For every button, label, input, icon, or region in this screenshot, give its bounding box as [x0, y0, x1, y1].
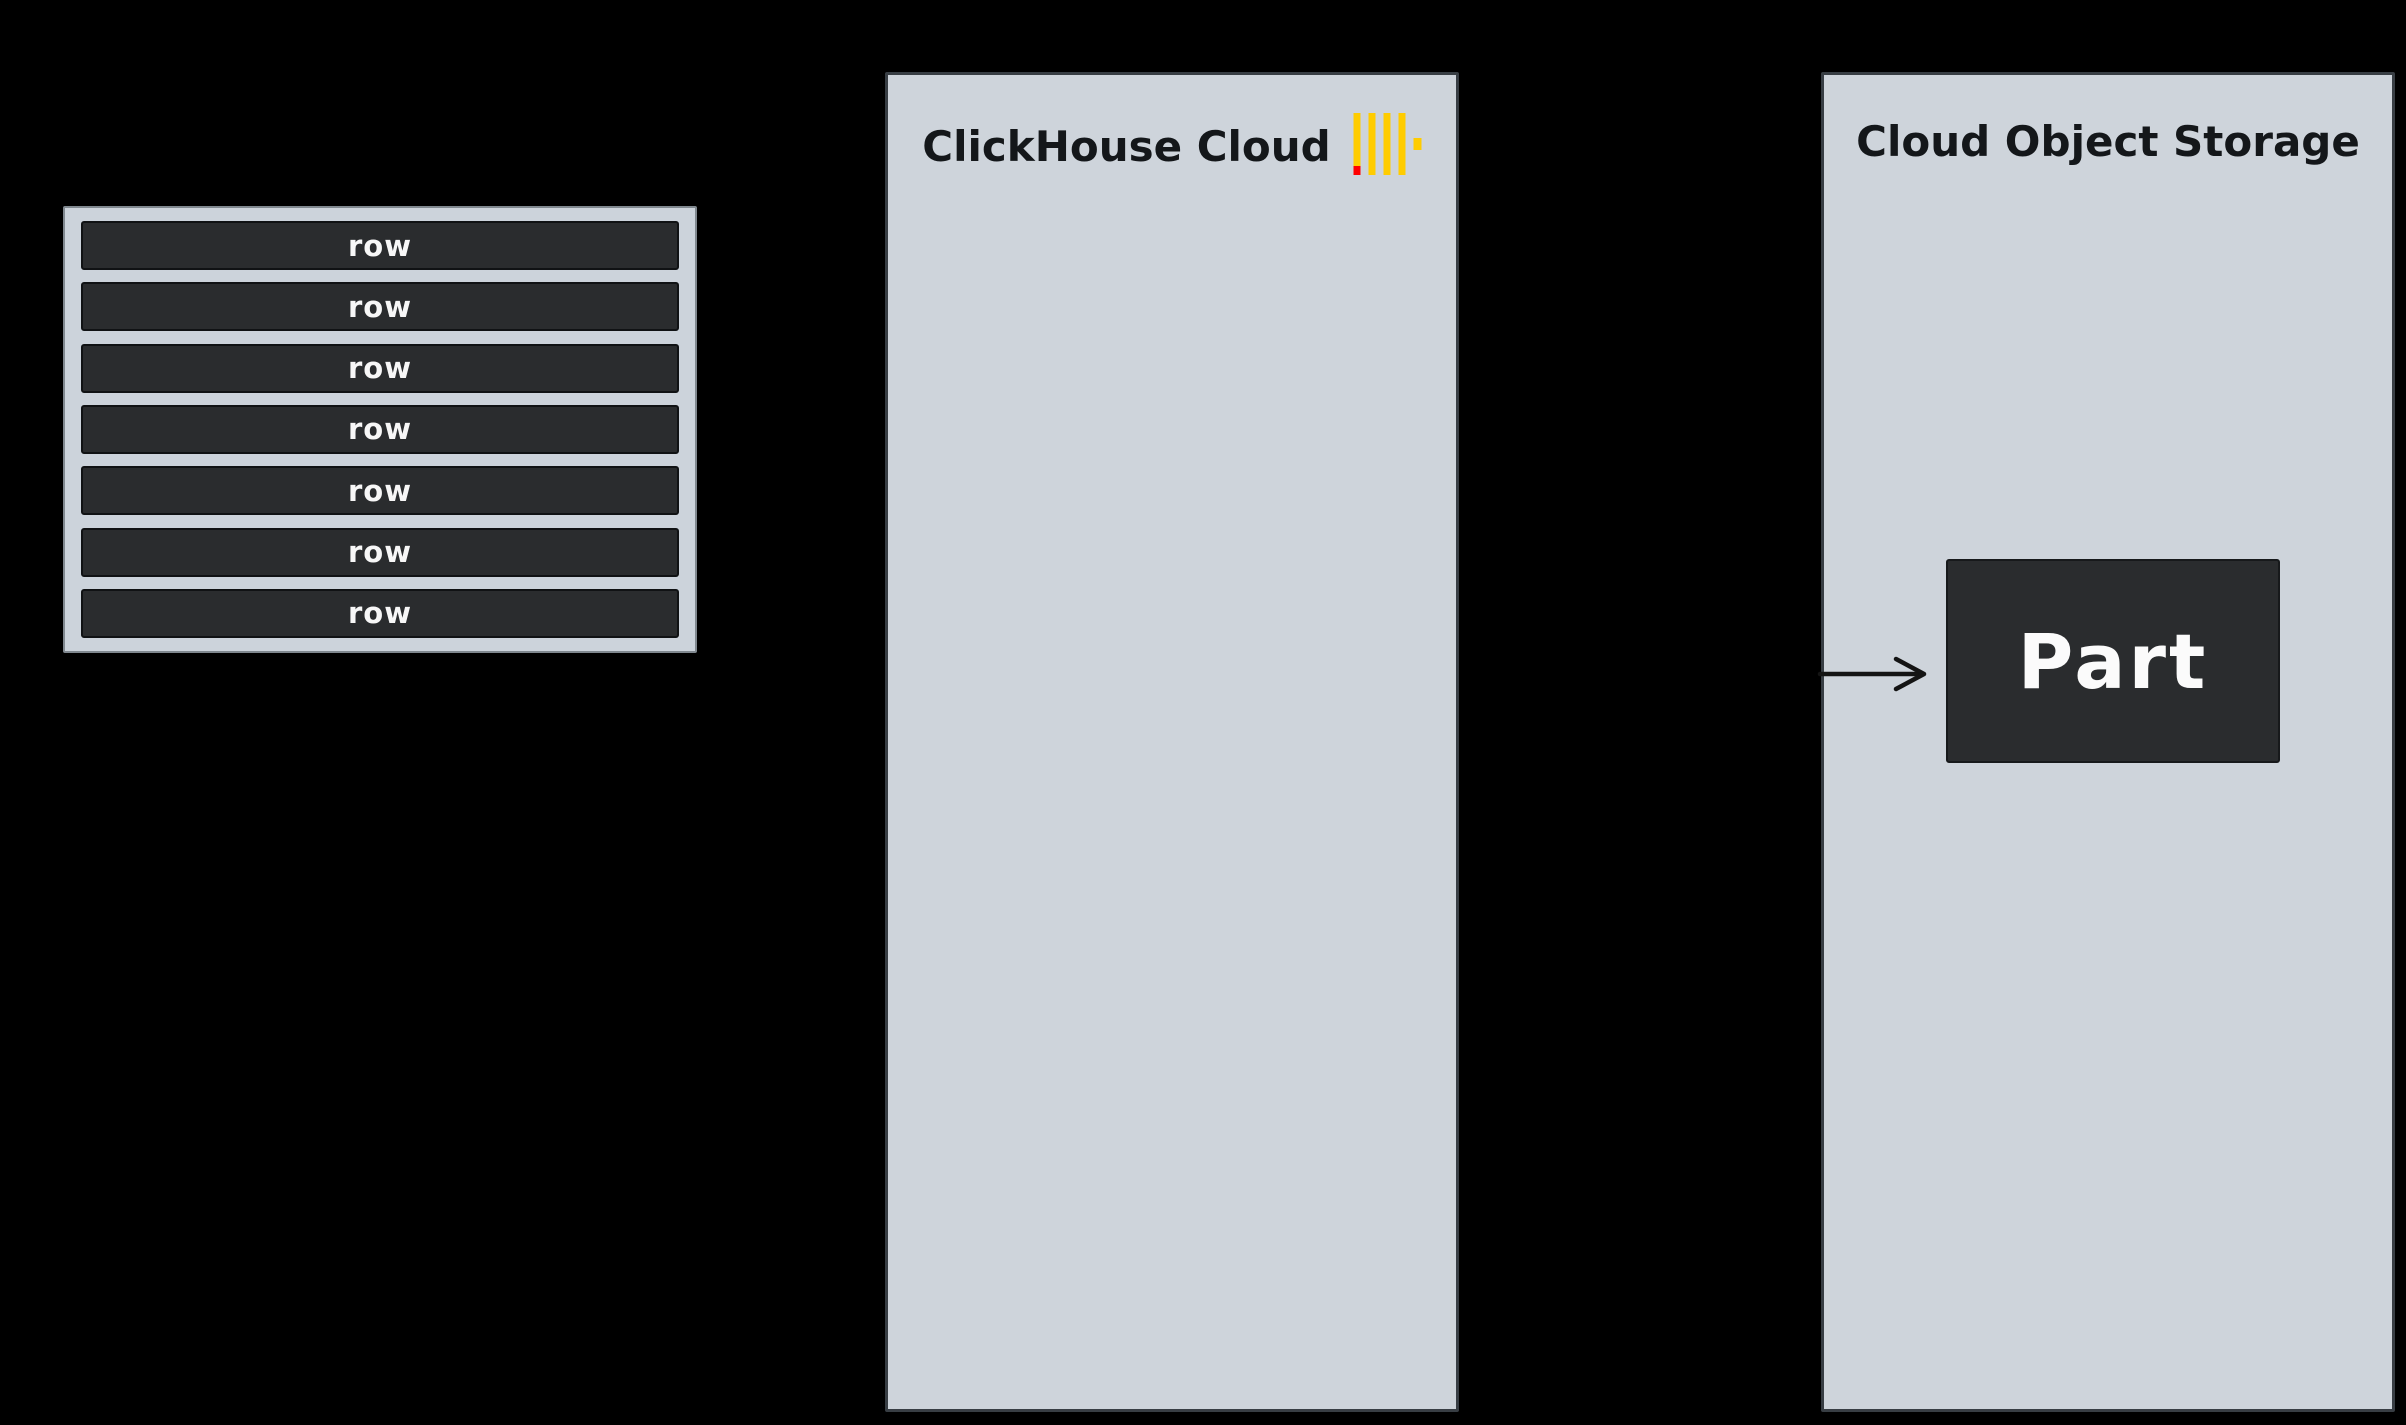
row-label: row: [347, 596, 413, 631]
storage-panel-title: Cloud Object Storage: [1856, 117, 2360, 166]
clickhouse-panel-header: ClickHouse Cloud: [888, 113, 1456, 175]
clickhouse-cloud-panel: ClickHouse Cloud: [885, 72, 1459, 1412]
storage-panel-header: Cloud Object Storage: [1824, 117, 2392, 166]
row-label: row: [347, 412, 413, 447]
row-label: row: [347, 535, 413, 570]
row-bar: row: [81, 221, 679, 270]
row-bar: row: [81, 343, 679, 393]
row-bar: row: [81, 588, 679, 638]
row-bar: row: [81, 466, 679, 516]
row-bar: row: [81, 404, 679, 454]
clickhouse-logo-icon: [1353, 113, 1422, 175]
row-label: row: [347, 351, 413, 386]
row-bar: row: [81, 282, 679, 332]
clickhouse-panel-title: ClickHouse Cloud: [922, 121, 1331, 171]
row-label: row: [347, 228, 413, 263]
row-label: row: [347, 473, 413, 508]
arrow-to-part-icon: [1817, 656, 1927, 692]
part-label: Part: [2017, 616, 2209, 706]
part-box: Part: [1946, 559, 2280, 763]
row-bar: row: [81, 527, 679, 577]
row-label: row: [347, 289, 413, 324]
cloud-object-storage-panel: Cloud Object Storage Part: [1821, 72, 2395, 1412]
rows-block: row row row row row row row: [63, 206, 697, 653]
